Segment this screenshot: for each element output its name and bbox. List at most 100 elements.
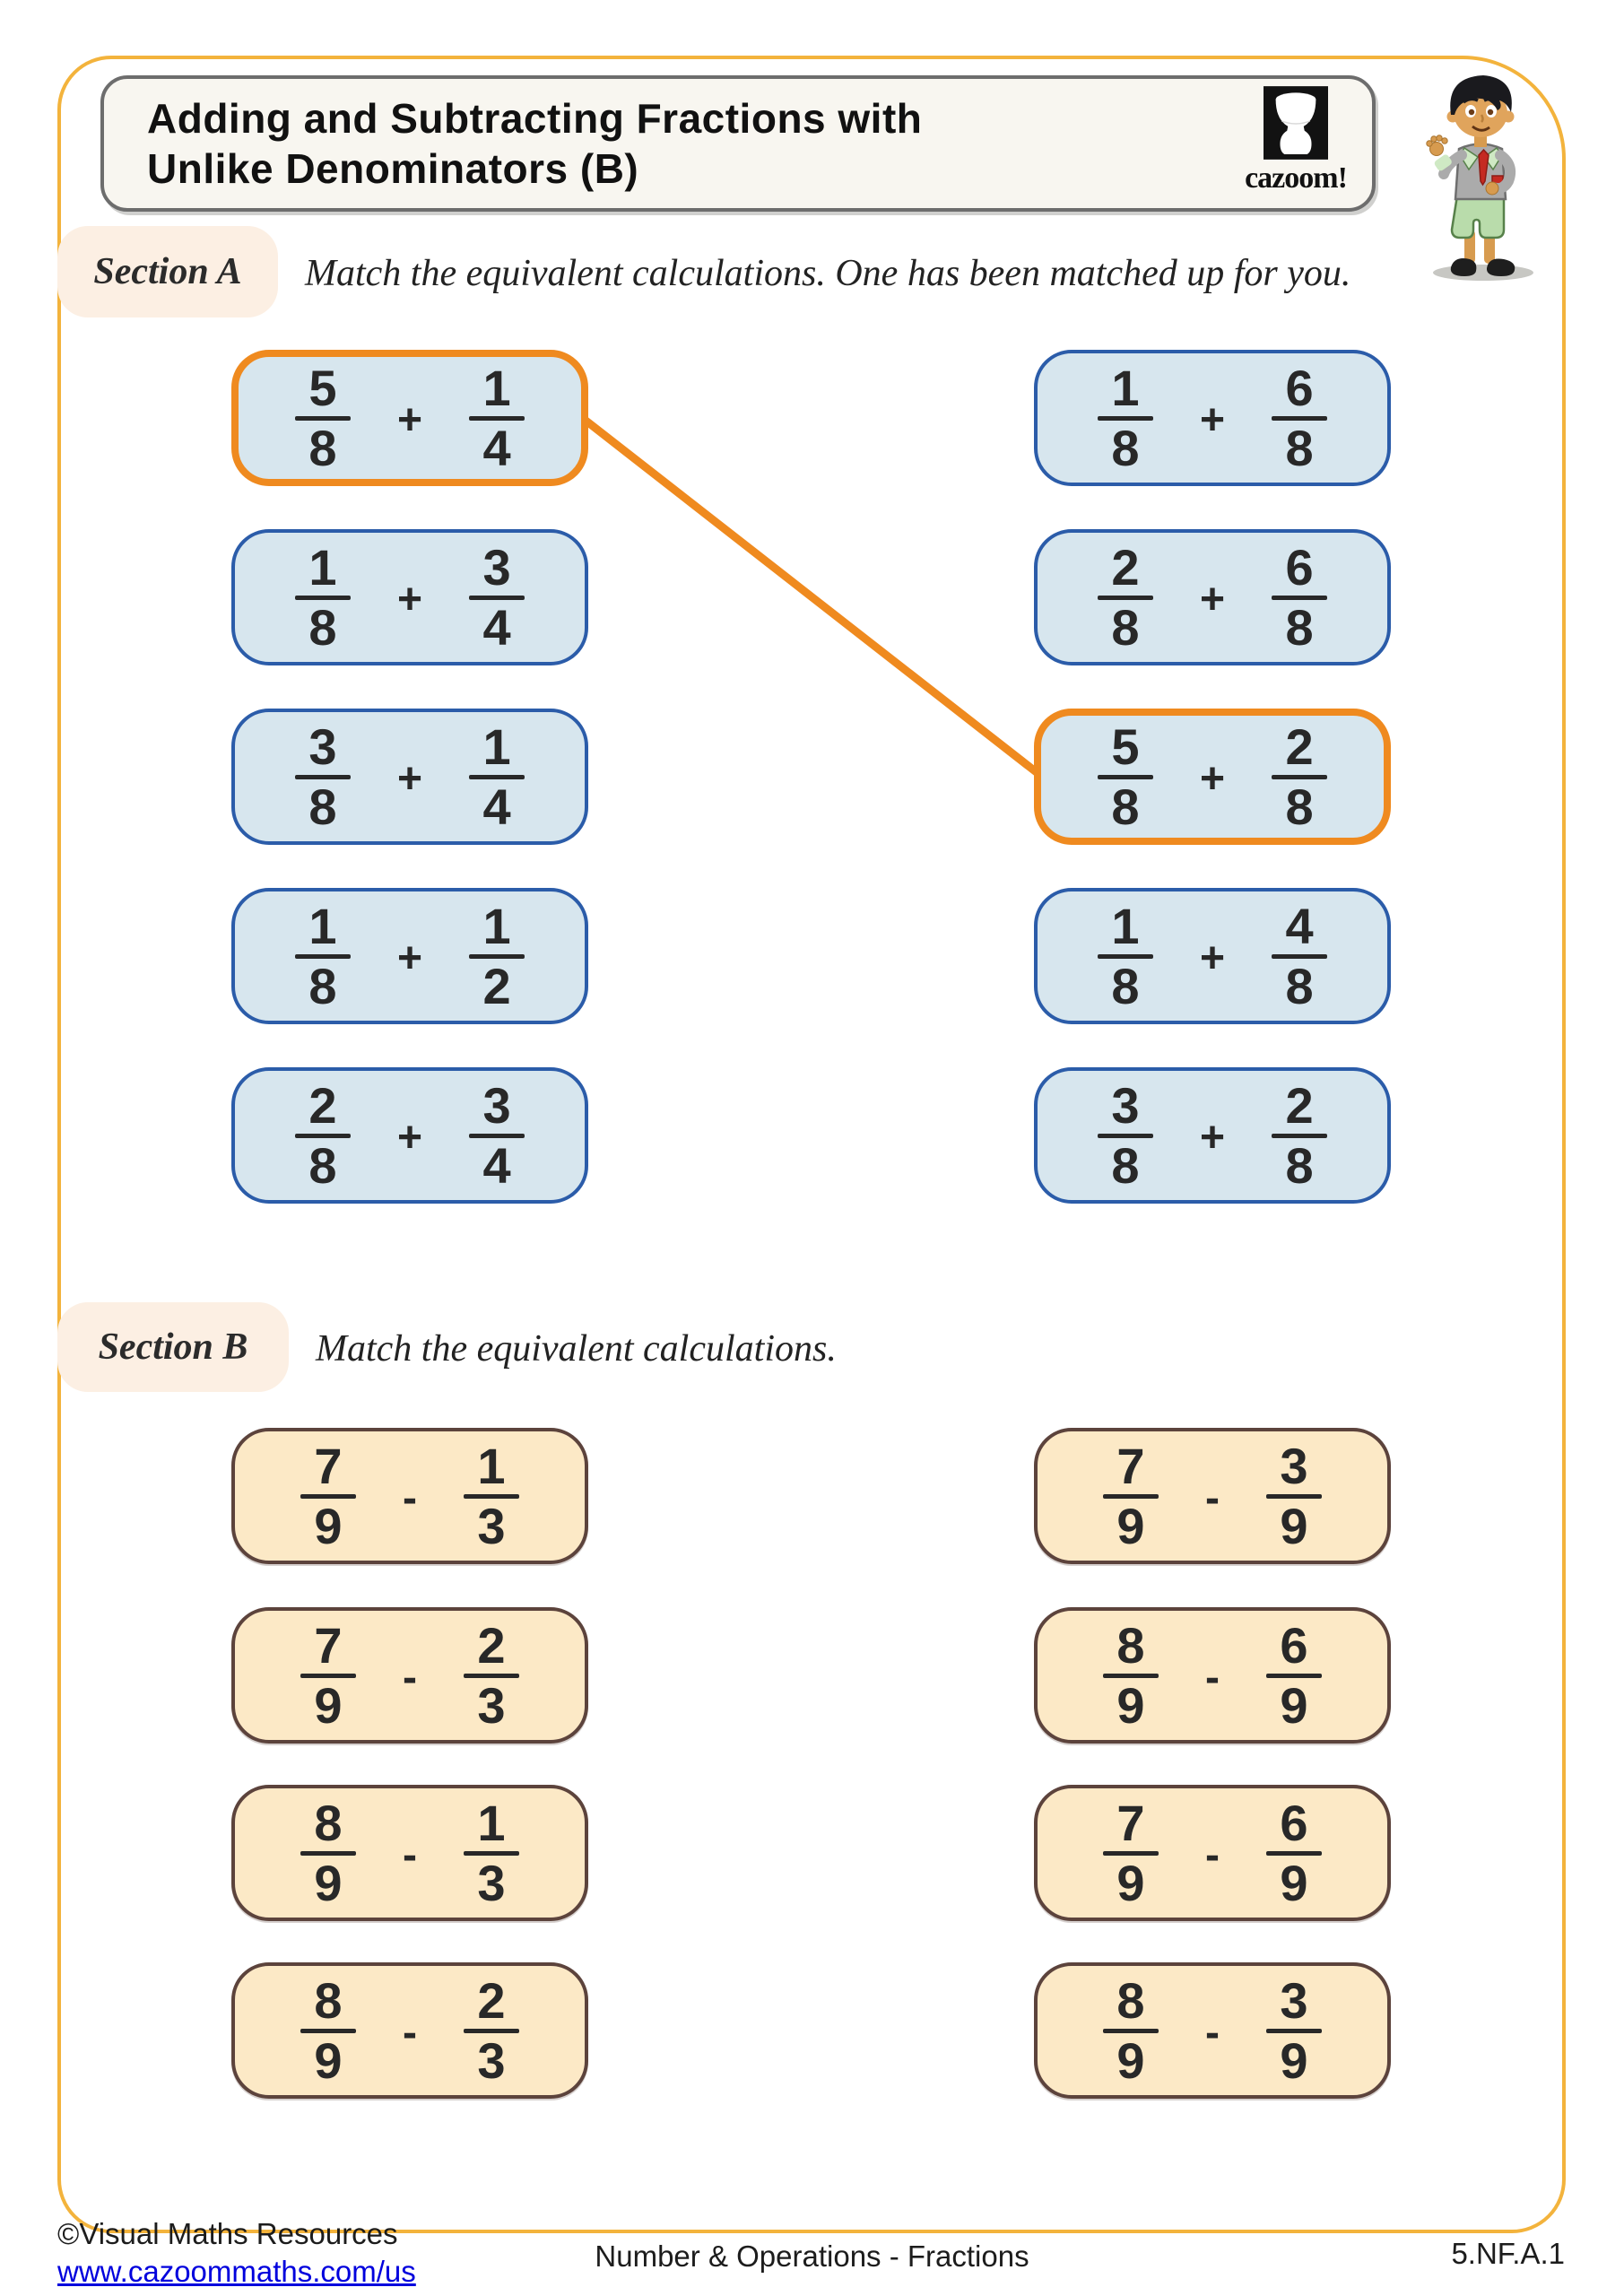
operator: + — [1199, 1113, 1226, 1161]
fraction-bar — [469, 595, 525, 600]
fraction-bar — [1265, 2028, 1322, 2033]
denominator: 9 — [314, 1854, 343, 1911]
denominator: 8 — [1111, 598, 1140, 656]
denominator: 4 — [482, 419, 511, 476]
fraction-bar — [294, 415, 351, 421]
denominator: 8 — [308, 1136, 337, 1194]
operator: - — [1205, 1474, 1220, 1522]
numerator: 1 — [1111, 360, 1140, 417]
fraction-bar — [1103, 1493, 1159, 1499]
denominator: 8 — [308, 957, 337, 1014]
numerator: 2 — [1285, 1077, 1314, 1135]
denominator: 3 — [477, 2031, 506, 2089]
denominator: 9 — [1280, 1676, 1308, 1734]
numerator: 6 — [1280, 1795, 1308, 1852]
fraction-bar — [1272, 595, 1328, 600]
denominator: 8 — [1285, 1136, 1314, 1194]
numerator: 8 — [314, 1972, 343, 2030]
fraction-bar — [1272, 953, 1328, 959]
denominator: 3 — [477, 1676, 506, 1734]
operator: + — [1199, 934, 1226, 982]
fraction-bar — [1097, 1133, 1153, 1138]
numerator: 1 — [482, 360, 511, 417]
denominator: 9 — [1280, 1497, 1308, 1554]
fraction-bar — [294, 1133, 351, 1138]
fraction-bar — [1272, 774, 1328, 779]
mascot-boy-illustration — [1426, 75, 1533, 281]
fraction-bar — [1272, 1133, 1328, 1138]
numerator: 1 — [1111, 898, 1140, 955]
cazoom-website-link[interactable]: www.cazoommaths.com/us — [57, 2255, 416, 2289]
numerator: 2 — [308, 1077, 337, 1135]
fraction-bar — [463, 1850, 519, 1856]
footer-credits: ©Visual Maths Resources www.cazoommaths.… — [57, 2215, 416, 2291]
cazoom-logo-text: cazoom! — [1245, 161, 1348, 195]
denominator: 8 — [308, 419, 337, 476]
operator: - — [1205, 1653, 1220, 1701]
denominator: 8 — [1111, 778, 1140, 835]
cazoom-logo: cazoom! — [1212, 86, 1379, 196]
fraction-bar — [294, 595, 351, 600]
operator: + — [396, 754, 423, 803]
djembe-drum-icon — [1264, 86, 1328, 160]
numerator: 3 — [482, 539, 511, 596]
denominator: 8 — [308, 778, 337, 835]
numerator: 3 — [1111, 1077, 1140, 1135]
numerator: 2 — [477, 1617, 506, 1674]
numerator: 2 — [477, 1972, 506, 2030]
operator: + — [396, 396, 423, 444]
section-b-label: Section B — [57, 1302, 289, 1392]
numerator: 7 — [314, 1438, 343, 1495]
operator: + — [396, 934, 423, 982]
fraction-bar — [469, 1133, 525, 1138]
denominator: 8 — [1285, 778, 1314, 835]
fraction-bar — [463, 1493, 519, 1499]
footer-strand-label: Number & Operations - Fractions — [595, 2239, 1029, 2273]
fraction-bar — [300, 2028, 356, 2033]
denominator: 9 — [314, 2031, 343, 2089]
denominator: 8 — [308, 598, 337, 656]
copyright-text: ©Visual Maths Resources — [57, 2217, 398, 2250]
numerator: 3 — [1280, 1438, 1308, 1495]
numerator: 5 — [1111, 718, 1140, 776]
